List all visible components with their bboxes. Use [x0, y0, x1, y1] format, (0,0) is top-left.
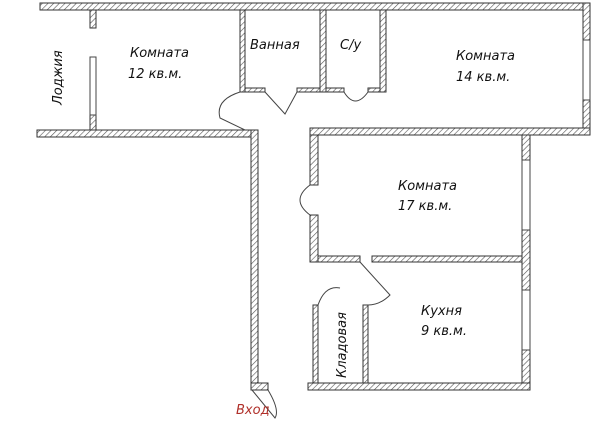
room17-area: 17 кв.м. — [398, 199, 452, 214]
windows — [89, 39, 591, 351]
room17-name: Комната — [398, 179, 457, 194]
kitchen-name: Кухня — [421, 304, 462, 319]
room12-name: Комната — [130, 46, 189, 61]
entrance-label: Вход — [236, 403, 270, 418]
doors — [218, 91, 391, 419]
walls — [36, 2, 591, 391]
kitchen-window — [521, 289, 531, 351]
bathroom-name: Ванная — [250, 38, 300, 53]
storage-name: Кладовая — [335, 312, 350, 378]
room14-name: Комната — [456, 49, 515, 64]
room17-window — [521, 159, 531, 231]
room-loggia-name: Лоджия — [51, 50, 66, 106]
room14-area: 14 кв.м. — [456, 70, 510, 85]
room12-area: 12 кв.м. — [128, 67, 182, 82]
room14-window — [582, 39, 591, 101]
wc-name: С/у — [340, 38, 361, 53]
loggia-window — [89, 56, 97, 116]
kitchen-area: 9 кв.м. — [421, 324, 467, 339]
